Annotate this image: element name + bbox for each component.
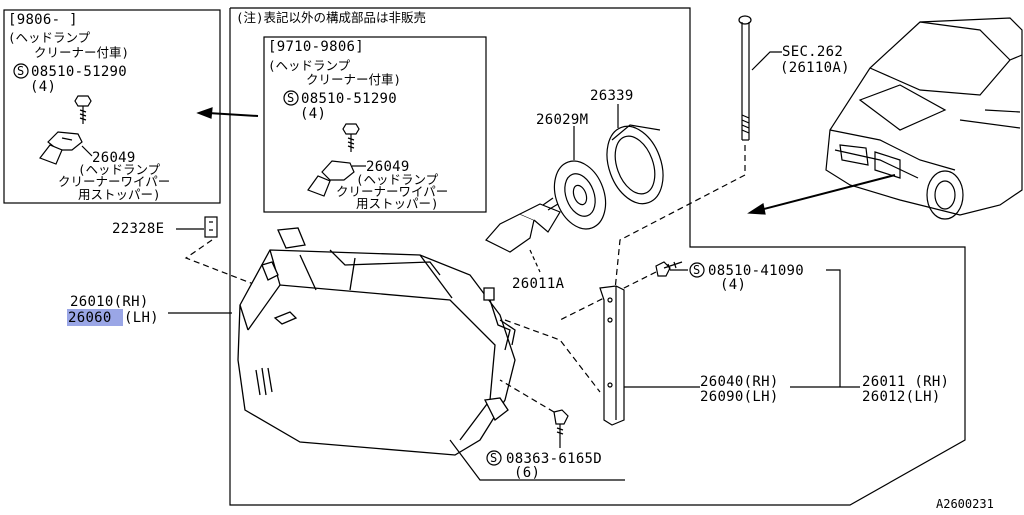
inset-a-stopper-icon	[39, 131, 83, 165]
inset-a-variant-2: クリーナー付車)	[34, 45, 129, 60]
inset-b-variant-2: クリーナー付車)	[306, 72, 401, 87]
vehicle-icon	[825, 17, 1023, 220]
inset-a-date: [9806- ]	[8, 12, 78, 28]
bulb-icon	[485, 197, 561, 253]
headlamp-assembly	[237, 227, 516, 456]
inset-b-stopper-part: 26049	[366, 159, 410, 175]
svg-text:S: S	[490, 451, 497, 465]
clip-icon	[204, 216, 218, 238]
inset-a-variant-1: (ヘッドランプ	[8, 30, 91, 45]
inset-b-s-symbol: S	[283, 90, 299, 106]
inset-a-bolt-part: 08510-51290	[31, 64, 127, 80]
label-bolt-a-qty: (4)	[720, 277, 746, 293]
inset-b-frame	[263, 36, 487, 213]
label-sec-ref: SEC.262	[782, 44, 843, 60]
cap-icon	[606, 124, 664, 205]
bolt-a-icon	[655, 261, 683, 277]
inset-b-bolt-part: 08510-51290	[301, 91, 397, 107]
inset-a-bolt-qty: (4)	[30, 79, 56, 95]
inset-b-bolt-qty: (4)	[300, 106, 326, 122]
inset-b-bolt-icon	[342, 123, 360, 152]
inset-b-stopper-desc-3: 用ストッパー)	[356, 196, 439, 211]
inset-b-stopper-desc-1: (ヘッドランプ	[356, 172, 439, 187]
inset-a-stopper-desc-2: クリーナーワイパー	[58, 174, 170, 189]
inset-a-frame	[3, 9, 221, 204]
bolt-a-s-symbol: S	[689, 262, 705, 278]
long-bolt-icon	[738, 15, 752, 141]
socket-icon	[553, 160, 607, 230]
bracket-icon	[599, 285, 625, 426]
svg-text:S: S	[17, 64, 24, 78]
inset-b-stopper-icon	[307, 160, 355, 197]
label-cap: 26339	[590, 88, 634, 104]
inset-a-stopper-part: 26049	[92, 150, 136, 166]
label-sec-sub: (26110A)	[780, 60, 850, 76]
label-headlamp-rh: 26010(RH)	[70, 294, 149, 310]
label-bracket-lh: 26090(LH)	[700, 389, 779, 405]
bolt-b-icon	[553, 409, 569, 440]
arrow-from-vehicle	[747, 174, 896, 215]
label-clip: 22328E	[112, 221, 164, 237]
inset-a-s-symbol: S	[13, 63, 29, 79]
label-bulb: 26011A	[512, 276, 565, 292]
svg-text:S: S	[287, 91, 294, 105]
label-bracket-rh: 26040(RH)	[700, 374, 779, 390]
label-assy-rh: 26011 (RH)	[862, 374, 949, 390]
inset-b-stopper-desc-2: クリーナーワイパー	[336, 184, 448, 199]
headlamp-lh-highlight	[67, 309, 123, 326]
label-socket: 26029M	[536, 112, 588, 128]
label-headlamp-lh-suffix: (LH)	[124, 310, 159, 326]
main-frame	[229, 7, 966, 506]
label-assy-lh: 26012(LH)	[862, 389, 941, 405]
label-headlamp-lh-code: 26060	[68, 310, 112, 326]
note-heading: (注)表記以外の構成部品は非販売	[236, 10, 426, 25]
inset-a-bolt-icon	[74, 95, 92, 124]
label-bolt-a: 08510-41090	[708, 263, 804, 279]
label-bolt-b-qty: (6)	[514, 465, 540, 481]
label-bolt-b: 08363-6165D	[506, 451, 602, 467]
inset-a-stopper-desc-3: 用ストッパー)	[78, 187, 161, 202]
inset-b-date: [9710-9806]	[268, 39, 364, 55]
inset-a-stopper-desc-1: (ヘッドランプ	[78, 162, 161, 177]
inset-b-variant-1: (ヘッドランプ	[268, 58, 351, 73]
bolt-b-s-symbol: S	[486, 450, 502, 466]
figure-code: A2600231	[936, 497, 994, 511]
svg-text:S: S	[693, 263, 700, 277]
arrow-to-inset-a	[196, 107, 259, 119]
